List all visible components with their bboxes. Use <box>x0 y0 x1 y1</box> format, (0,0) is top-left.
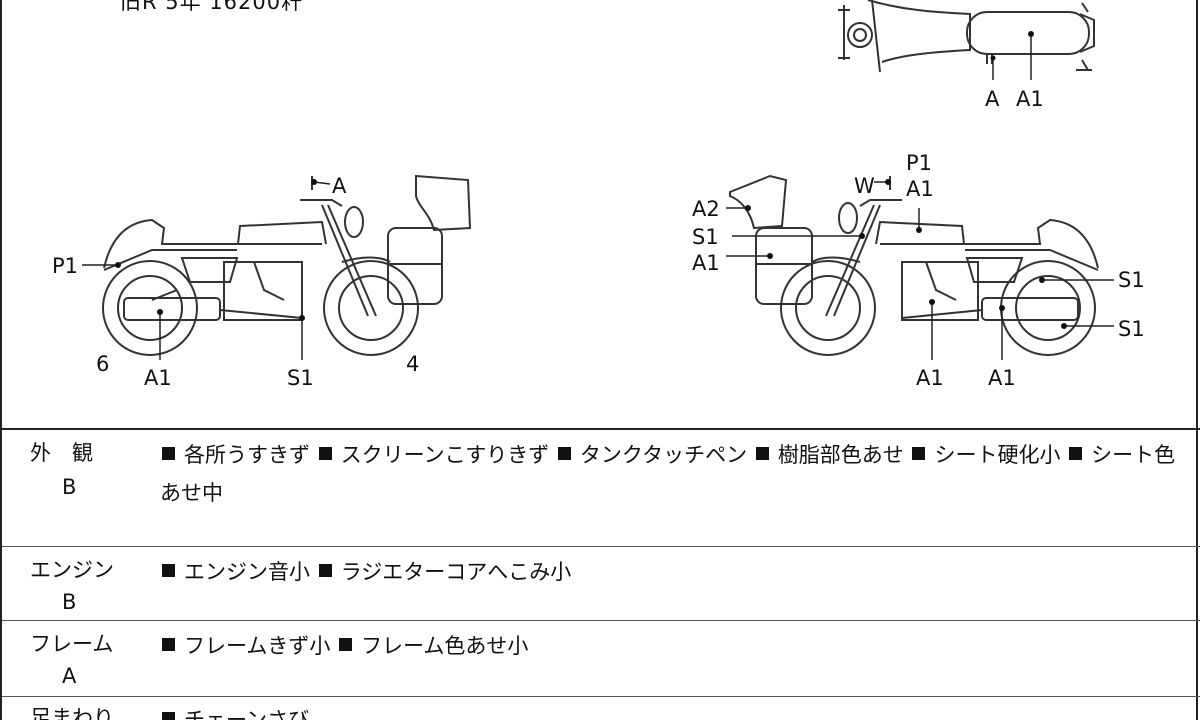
callout-right-s1-c: S1 <box>1118 317 1145 341</box>
callout-top-a: A <box>985 87 1000 111</box>
note-item: シート色あせ中 <box>160 443 1176 505</box>
bullet-square-icon <box>912 447 926 460</box>
callout-left-p1: P1 <box>52 254 78 278</box>
bullet-square-icon <box>162 712 175 720</box>
callout-right-a1-bot2: A1 <box>988 366 1016 390</box>
row-category: フレーム <box>30 632 114 656</box>
bullet-square-icon <box>162 447 175 460</box>
callout-top-a1: A1 <box>1016 87 1044 111</box>
row-category: エンジン <box>30 558 114 582</box>
callout-left-6: 6 <box>96 352 109 376</box>
callout-right-a1-mid: A1 <box>692 251 720 275</box>
row-notes: エンジン音小 ラジエターコアへこみ小 <box>160 553 1190 591</box>
note-item: 各所うすきず <box>184 443 310 467</box>
callout-right-a1-top: A1 <box>906 177 934 201</box>
note-item: エンジン音小 <box>184 560 310 584</box>
row-category: 外 観 <box>30 441 93 465</box>
bullet-square-icon <box>1069 447 1083 460</box>
row-notes: 各所うすきず スクリーンこすりきず タンクタッチペン 樹脂部色あせ シート硬化小… <box>160 436 1190 512</box>
note-item: スクリーンこすりきず <box>340 443 550 467</box>
note-item: ラジエターコアへこみ小 <box>340 560 572 584</box>
callout-dots <box>115 31 1067 329</box>
bullet-square-icon <box>557 447 571 460</box>
note-item: タンクタッチペン <box>579 443 748 467</box>
bullet-square-icon <box>318 447 332 460</box>
bullet-square-icon <box>318 564 332 577</box>
callout-right-w: W <box>854 174 875 198</box>
note-item: 樹脂部色あせ <box>777 443 904 467</box>
callout-right-a1-bot1: A1 <box>916 366 944 390</box>
callout-right-s1-b: S1 <box>1118 268 1145 292</box>
bike-damage-diagram: A A1 A P1 6 A1 S1 4 P1 W A1 A2 S1 A1 S1 … <box>2 0 1200 428</box>
callout-right-s1-a: S1 <box>692 225 719 249</box>
bullet-square-icon <box>162 564 175 577</box>
table-row-exterior: 外 観 B 各所うすきず スクリーンこすりきず タンクタッチペン 樹脂部色あせ … <box>2 428 1200 546</box>
callout-left-a: A <box>332 174 347 198</box>
table-row-engine: エンジン B エンジン音小 ラジエターコアへこみ小 <box>2 546 1200 620</box>
right-side-bike <box>729 174 1099 356</box>
left-side-bike <box>102 174 472 356</box>
callout-left-4: 4 <box>406 352 419 376</box>
note-item: シート硬化小 <box>934 443 1061 467</box>
row-grade: B <box>62 590 77 614</box>
row-category: 足まわり <box>30 706 114 720</box>
bullet-square-icon <box>755 447 769 460</box>
callout-right-a2: A2 <box>692 197 720 221</box>
top-view-bike <box>838 0 1095 73</box>
bike-diagram-svg: A A1 A P1 6 A1 S1 4 P1 W A1 A2 S1 A1 S1 … <box>52 0 1145 390</box>
row-grade: A <box>62 664 77 688</box>
note-item: フレームきず小 <box>184 634 331 658</box>
bullet-square-icon <box>339 638 353 651</box>
row-notes: チェーンさび <box>160 701 1190 720</box>
callout-left-s1: S1 <box>287 366 314 390</box>
table-row-frame: フレーム A フレームきず小 フレーム色あせ小 <box>2 620 1200 696</box>
table-row-suspension: 足まわり チェーンさび <box>2 696 1200 720</box>
callout-leaders <box>82 34 1114 360</box>
row-notes: フレームきず小 フレーム色あせ小 <box>160 627 1190 665</box>
vehicle-summary: 旧R 5年 16200粁 <box>120 0 304 14</box>
callout-left-a1: A1 <box>144 366 172 390</box>
note-item: チェーンさび <box>184 708 309 720</box>
bullet-square-icon <box>162 638 175 651</box>
row-grade: B <box>62 475 77 499</box>
callout-right-p1: P1 <box>906 151 932 175</box>
note-item: フレーム色あせ小 <box>361 634 529 658</box>
